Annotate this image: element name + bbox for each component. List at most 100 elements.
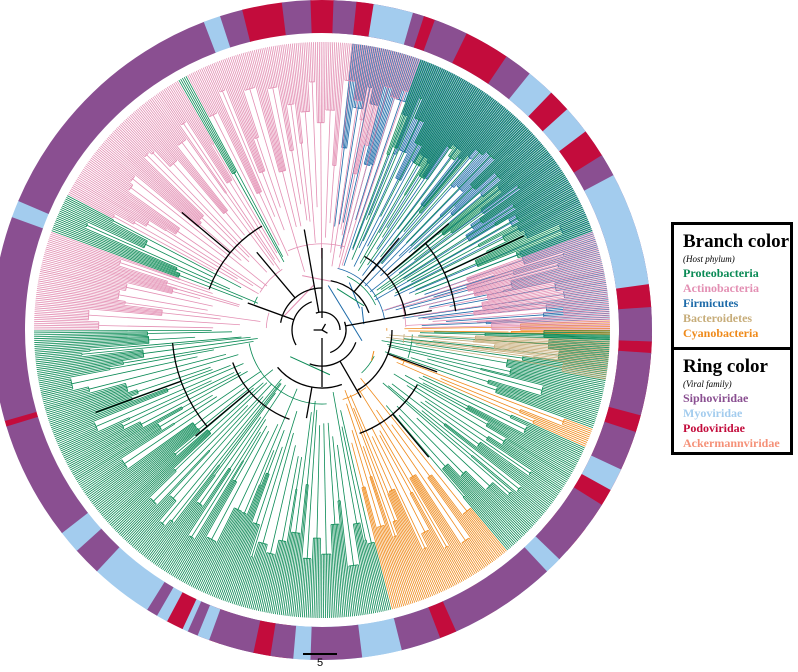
leaf-branch [164, 469, 232, 572]
leaf-branch [487, 120, 520, 154]
leaf-branch [34, 336, 149, 342]
leaf-branch [73, 425, 160, 478]
clade-stem [300, 143, 311, 222]
leaf-branch [411, 75, 459, 162]
leaf-branch [299, 42, 306, 112]
leaf-branch [385, 51, 397, 87]
leaf-branch [149, 98, 183, 143]
leaf-branch [337, 500, 350, 617]
clade-stem [410, 357, 489, 383]
leaf-branch [563, 363, 608, 371]
leaf-branch [51, 230, 179, 278]
leaf-branch [37, 361, 124, 376]
clade-stem [398, 211, 483, 274]
leaf-branch [522, 355, 608, 368]
leaf-branch [467, 109, 508, 157]
leaf-branch [508, 494, 539, 521]
backbone-branch [353, 237, 400, 293]
leaf-branch [46, 389, 128, 416]
leaf-branch [74, 426, 161, 479]
leaf-branch [518, 189, 574, 222]
leaf-branch [359, 45, 370, 101]
leaf-branch [507, 360, 607, 378]
leaf-branch [36, 355, 144, 372]
leaf-branch [393, 61, 428, 148]
leaf-branch [290, 533, 301, 617]
leaf-branch [263, 540, 280, 613]
leaf-branch [513, 173, 565, 207]
leaf-branch [484, 335, 610, 341]
leaf-branch [422, 105, 504, 206]
leaf-branch [475, 212, 586, 262]
leaf-branch [404, 57, 417, 91]
leaf-branch [187, 75, 210, 117]
legend-cyanobacteria: Cyanobacteria [683, 326, 759, 340]
leaf-branch [55, 221, 176, 272]
leaf-branch [95, 151, 132, 181]
leaf-branch [475, 336, 610, 344]
leaf-branch [43, 256, 173, 291]
leaf-branch [86, 163, 180, 230]
leaf-branch [494, 346, 609, 359]
leaf-branch [265, 540, 281, 613]
clade-stem [199, 416, 262, 505]
leaf-branch [562, 222, 590, 234]
leaf-branch [482, 290, 608, 309]
clade-stem [181, 142, 275, 266]
leaf-branch [479, 114, 515, 154]
ring-sector-myoviridae [542, 109, 587, 152]
leaf-branch [286, 44, 295, 105]
leaf-branch [460, 102, 499, 151]
leaf-branch [409, 493, 460, 584]
leaf-branch [471, 455, 544, 515]
leaf-branch [257, 553, 272, 611]
clade-stem [362, 446, 396, 537]
leaf-branch [139, 523, 164, 553]
clade-stem [351, 442, 364, 488]
leaf-branch [210, 513, 246, 596]
leaf-branch [148, 465, 220, 561]
leaf-branch [487, 437, 564, 488]
leaf-branch [325, 554, 328, 618]
branch-legend-subtitle: (Host phylum) [683, 254, 735, 264]
leaf-branch [85, 165, 179, 231]
leaf-branch [483, 146, 545, 198]
leaf-branch [143, 103, 228, 211]
leaf-branch [548, 348, 610, 354]
leaf-branch [194, 507, 235, 589]
leaf-branch [59, 210, 88, 225]
sector-spine [342, 387, 367, 400]
leaf-branch [415, 474, 479, 572]
clade-stem [330, 80, 351, 253]
leaf-branch [477, 446, 553, 503]
leaf-branch [34, 338, 149, 345]
leaf-branch [453, 102, 500, 161]
leaf-branch [520, 326, 610, 329]
clade-stem [379, 430, 447, 547]
backbone-arc [171, 343, 208, 427]
leaf-branch [480, 166, 560, 222]
clade-stem [148, 336, 196, 341]
leaf-branch [505, 438, 570, 478]
clade-stem [393, 233, 438, 271]
leaf-branch [421, 88, 481, 178]
leaf-branch [480, 116, 516, 155]
clade-stem [125, 302, 261, 322]
leaf-branch [359, 46, 371, 109]
leaf-branch [461, 474, 523, 538]
leaf-branch [510, 369, 604, 391]
leaf-branch [563, 420, 592, 432]
leaf-branch [127, 117, 172, 166]
leaf-branch [460, 475, 522, 539]
leaf-branch [53, 390, 168, 436]
leaf-branch [403, 60, 425, 115]
backbone-branch [303, 229, 320, 313]
clade-stem [132, 178, 268, 287]
leaf-branch [486, 205, 582, 252]
leaf-branch [522, 359, 607, 374]
leaf-branch [209, 64, 222, 92]
leaf-branch [259, 48, 270, 89]
backbone-branch [339, 360, 362, 398]
leaf-branch [446, 464, 519, 542]
leaf-branch [486, 269, 604, 295]
